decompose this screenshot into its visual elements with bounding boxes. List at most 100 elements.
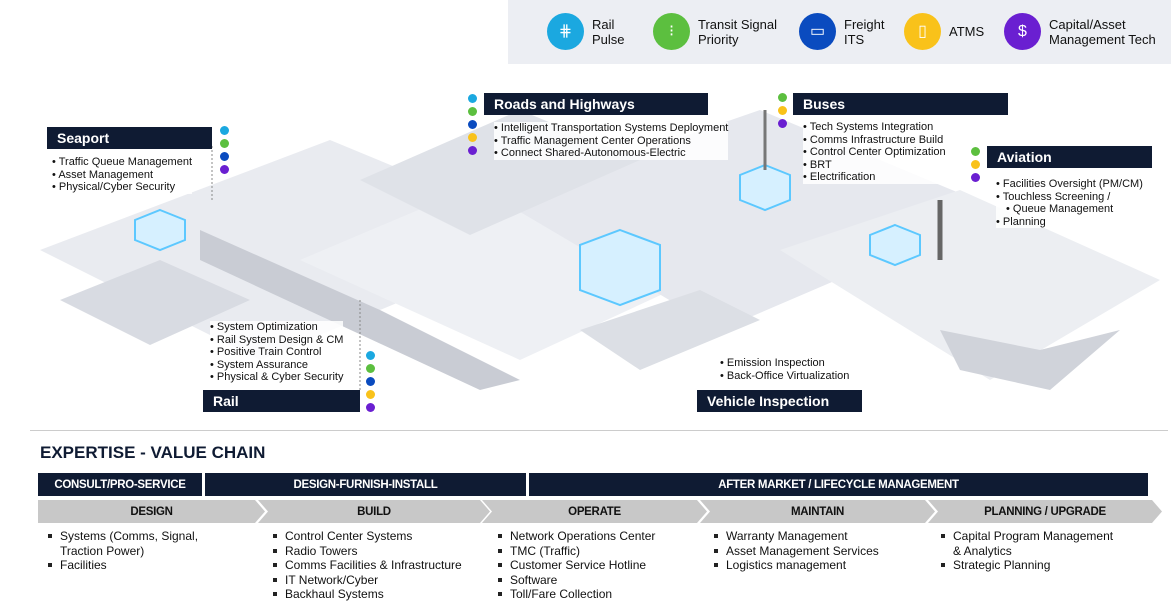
list-item: Intelligent Transportation Systems Deplo… — [494, 122, 728, 135]
sector-seaport-title: Seaport — [47, 127, 212, 149]
solution-dot — [366, 403, 375, 412]
legend-freight-its: ▭ Freight ITS — [799, 13, 894, 50]
solution-dot — [778, 106, 787, 115]
list-item: Customer Service Hotline — [497, 558, 655, 573]
solution-dot — [220, 139, 229, 148]
sector-rail-title: Rail — [203, 390, 360, 412]
legend-transit-signal: ⁝Transit Signal Priority — [653, 13, 788, 50]
list-item: BRT — [803, 159, 946, 172]
list-item: Logistics management — [713, 558, 879, 573]
buses-dots — [778, 93, 787, 128]
stage-planning: PLANNING / UPGRADE — [928, 500, 1162, 523]
solution-dot — [971, 147, 980, 156]
list-item: Asset Management — [52, 169, 192, 182]
list-item: System Assurance — [210, 359, 343, 372]
list-item: Control Center Optimization — [803, 146, 946, 159]
list-item: Emission Inspection — [720, 357, 849, 370]
rail-list: System OptimizationRail System Design & … — [210, 321, 344, 384]
solution-dot — [778, 93, 787, 102]
list-item: Traffic Queue Management — [52, 156, 192, 169]
freight-car-icon: ▭ — [799, 13, 836, 50]
sector-buses-title: Buses — [793, 93, 1008, 115]
solution-dot — [468, 107, 477, 116]
list-item: Rail System Design & CM — [210, 334, 344, 347]
solutions-legend: ⋕ Rail Pulse ⁝Transit Signal Priority ▭ Fr… — [508, 0, 1171, 64]
list-item: Comms Infrastructure Build — [803, 134, 946, 147]
map-icon: ▯ — [904, 13, 941, 50]
list-item: Facilities Oversight (PM/CM) — [996, 178, 1143, 191]
list-item: Systems (Comms, Signal, — [47, 529, 198, 544]
list-item: Capital Program Management — [940, 529, 1113, 544]
legend-label: Capital/Asset Management Tech — [1049, 16, 1156, 47]
list-item: Tech Systems Integration — [803, 121, 946, 134]
sector-vehicle-title: Vehicle Inspection — [697, 390, 862, 412]
list-item: Backhaul Systems — [272, 587, 462, 602]
legend-label: ATMS — [949, 24, 985, 39]
solution-dot — [220, 126, 229, 135]
solution-dot — [468, 133, 477, 142]
list-item: Radio Towers — [272, 544, 462, 559]
list-item: IT Network/Cyber — [272, 573, 462, 588]
roads-dots — [468, 94, 477, 155]
seaport-dots — [220, 126, 229, 174]
solution-dot — [468, 146, 477, 155]
solution-dot — [366, 351, 375, 360]
list-item: Facilities — [47, 558, 198, 573]
solution-dot — [220, 165, 229, 174]
list-item: Planning — [996, 216, 1143, 229]
list-item: Traffic Management Center Operations — [494, 135, 728, 148]
rail-track-icon: ⋕ — [547, 13, 584, 50]
phase-consult: CONSULT/PRO-SERVICE — [38, 473, 202, 496]
list-item: Physical & Cyber Security — [210, 371, 344, 384]
traffic-light-icon: ⁝ — [653, 13, 690, 50]
solution-dot — [778, 119, 787, 128]
solution-dot — [220, 152, 229, 161]
transportation-illustration — [40, 110, 1160, 390]
list-item: Physical/Cyber Security — [52, 181, 192, 194]
vehicle-list: Emission InspectionBack-Office Virtualiz… — [720, 357, 850, 383]
buses-list: Tech Systems IntegrationComms Infrastruc… — [803, 121, 946, 184]
list-item: Toll/Fare Collection — [497, 587, 655, 602]
solution-dot — [468, 94, 477, 103]
list-item: Software — [497, 573, 655, 588]
solution-dot — [366, 364, 375, 373]
solution-dot — [468, 120, 477, 129]
list-item: Back-Office Virtualization — [720, 370, 849, 383]
aviation-list: Facilities Oversight (PM/CM)Touchless Sc… — [996, 178, 1143, 229]
value-chain-title: EXPERTISE - VALUE CHAIN — [40, 443, 266, 462]
roads-list: Intelligent Transportation Systems Deplo… — [494, 122, 729, 160]
legend-atms: ▯ ATMS — [904, 13, 984, 50]
list-item: System Optimization — [210, 321, 343, 334]
list-item: Positive Train Control — [210, 346, 343, 359]
list-item-continued: & Analytics — [953, 543, 1012, 558]
list-item: Warranty Management — [713, 529, 879, 544]
solution-dot — [366, 377, 375, 386]
list-item: Network Operations Center — [497, 529, 655, 544]
sector-roads-title: Roads and Highways — [484, 93, 708, 115]
solution-dot — [971, 160, 980, 169]
legend-label: Rail Pulse — [592, 16, 625, 47]
sector-aviation-title: Aviation — [987, 146, 1152, 168]
stage-operate: OPERATE — [482, 500, 707, 523]
design-list: Systems (Comms, Signal,Traction Power)Fa… — [47, 529, 198, 573]
list-item: TMC (Traffic) — [497, 544, 655, 559]
gear-dollar-icon: $ — [1004, 13, 1041, 50]
list-item: Control Center Systems — [272, 529, 462, 544]
aviation-dots — [971, 147, 980, 182]
stage-build: BUILD — [258, 500, 490, 523]
divider — [30, 430, 1168, 431]
stage-design: DESIGN — [38, 500, 265, 523]
list-item: Connect Shared-Autonomous-Electric — [494, 147, 728, 160]
list-item: Strategic Planning — [940, 558, 1113, 573]
list-item: Comms Facilities & Infrastructure — [272, 558, 462, 573]
legend-rail-pulse: ⋕ Rail Pulse — [547, 13, 632, 50]
list-item: Asset Management Services — [713, 544, 879, 559]
list-item: Electrification — [803, 171, 946, 184]
list-item-continued: Queue Management — [996, 203, 1143, 216]
legend-label: Freight ITS — [844, 16, 885, 47]
stage-maintain: MAINTAIN — [700, 500, 935, 523]
solution-dot — [971, 173, 980, 182]
